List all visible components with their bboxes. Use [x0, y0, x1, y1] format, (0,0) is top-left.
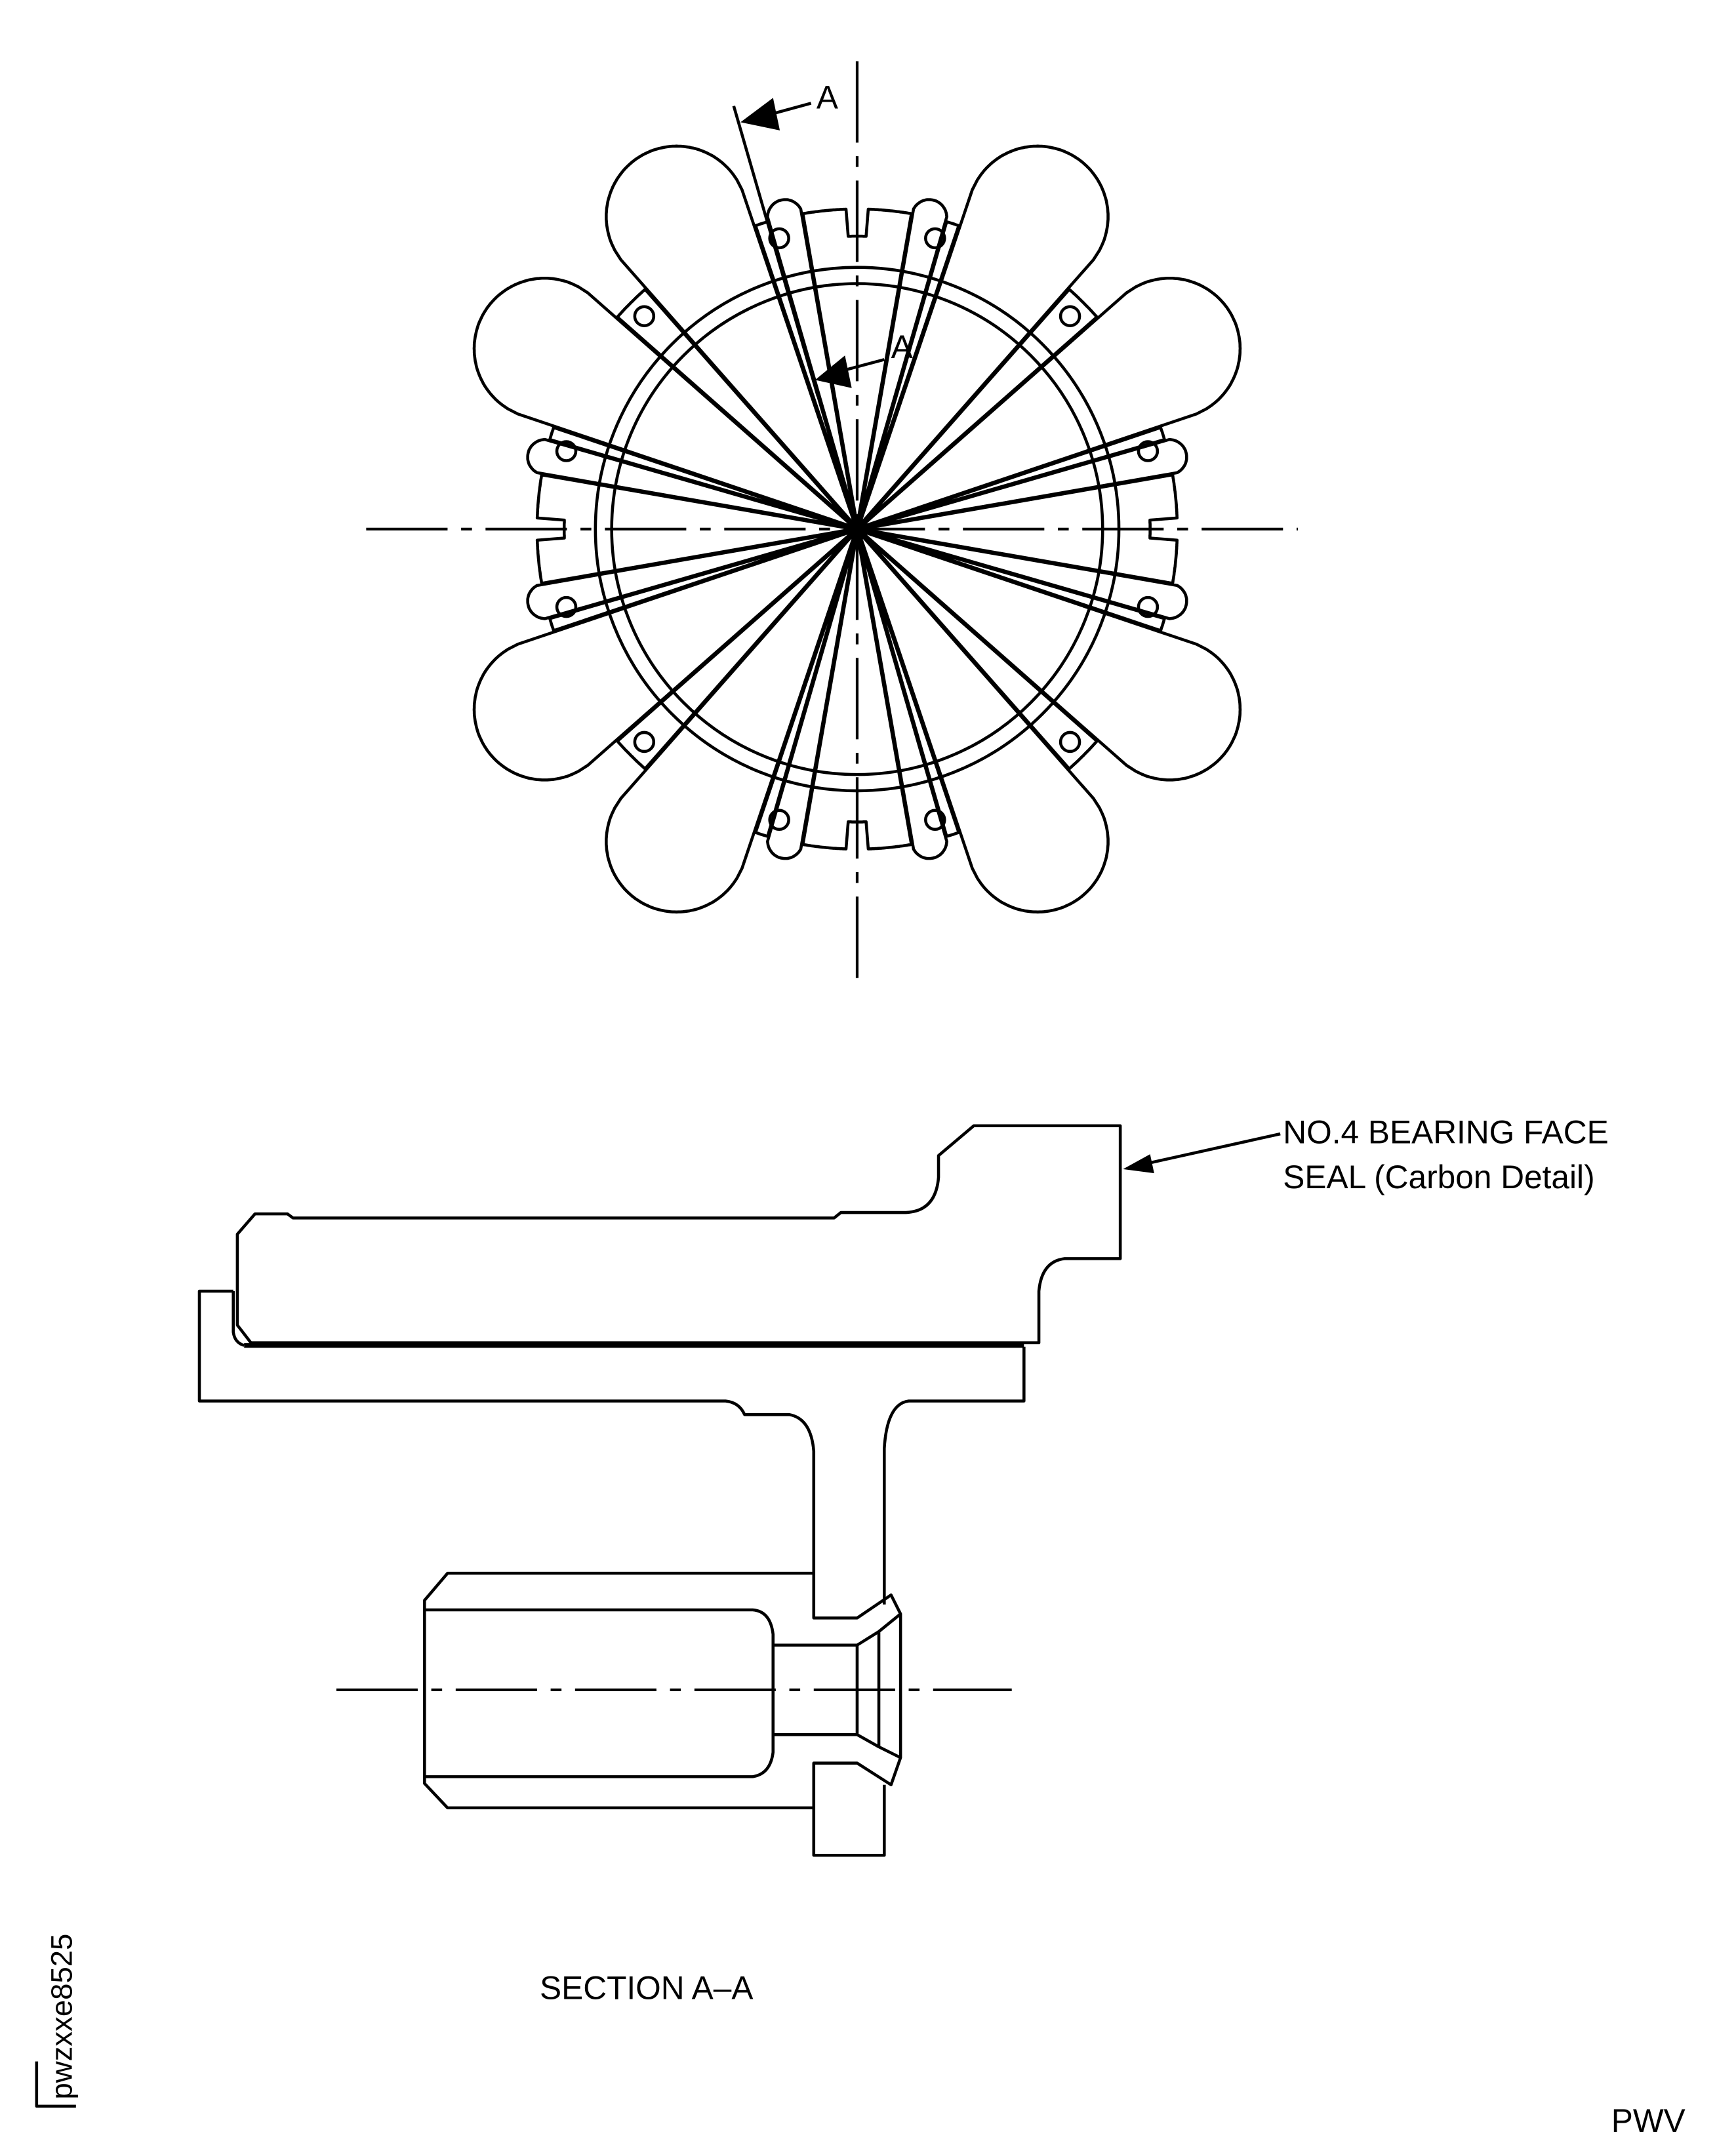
callout-leader [1145, 1132, 1281, 1165]
nut-body [422, 1571, 814, 1810]
figure-id: pwzxxe8525 [45, 1934, 79, 2100]
flange-outline [472, 144, 1242, 914]
callout-line-1: NO.4 BEARING FACE [1283, 1114, 1608, 1151]
bolt-hole [633, 305, 656, 327]
carbon-seal-profile [235, 1124, 1122, 1344]
holder-lip [232, 1291, 245, 1347]
bolt-hole [924, 227, 946, 250]
drawing-code: PWV [1611, 2102, 1686, 2139]
section-cut-line [732, 105, 820, 397]
outer-ring [594, 266, 1121, 793]
section-arrow-top-head [740, 98, 780, 130]
bolt-hole [555, 595, 578, 618]
section-arrow-bottom-head [815, 355, 852, 388]
bolt-hole [1137, 595, 1160, 618]
callout-arrowhead [1123, 1154, 1154, 1174]
figure-id-bracket [35, 2061, 76, 2108]
bolt-hole [555, 440, 578, 462]
bolt-hole [768, 809, 790, 831]
callout-line-2: SEAL (Carbon Detail) [1283, 1159, 1594, 1195]
bolt-holes [555, 227, 1160, 831]
section-arrow-bottom-shaft [843, 358, 885, 372]
nozzle-bore [773, 1612, 902, 1759]
bolt-hole [1059, 731, 1081, 753]
inner-ring [610, 282, 1104, 776]
nut-bore [424, 1608, 775, 1778]
bolt-hole [633, 731, 656, 753]
bolt-hole [1137, 440, 1160, 462]
section-title: SECTION A–A [540, 1969, 753, 2006]
section-a-a-view: NO.4 BEARING FACE SEAL (Carbon Detail) S… [197, 1114, 1609, 2006]
seal-plan-view: A A [366, 61, 1299, 980]
seal-holder-right [883, 1346, 1026, 1605]
bolt-hole [1059, 305, 1081, 327]
bolt-hole [924, 809, 946, 831]
bolt-hole [768, 227, 790, 250]
section-label-top: A [817, 79, 838, 116]
section-label-bottom: A [891, 329, 913, 365]
